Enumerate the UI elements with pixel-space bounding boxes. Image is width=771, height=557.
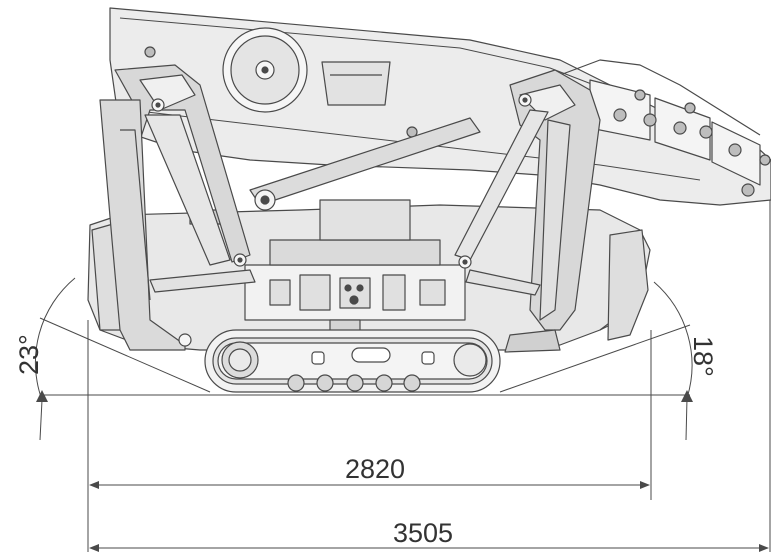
angle-arc-left-tail (39, 399, 43, 441)
arrowhead-right-angle (681, 390, 693, 402)
label-angle-left: 23° (14, 334, 44, 375)
crane-machine (87, 7, 771, 393)
angle-line-left (39, 317, 211, 393)
angle-line-right (499, 324, 691, 393)
boom (109, 7, 771, 211)
outrigger-left (99, 64, 256, 351)
outrigger-right (454, 69, 601, 353)
angle-arc-right-tail (685, 397, 688, 441)
angle-arc-right (653, 281, 693, 399)
arrowhead-left-angle (36, 390, 48, 402)
label-2820: 2820 (345, 454, 405, 484)
label-3505: 3505 (393, 518, 453, 548)
dimension-lines (34, 200, 771, 552)
angle-arc-left (34, 277, 76, 401)
label-angle-right: 18° (688, 336, 718, 377)
angle-arrowheads (36, 390, 693, 402)
crawler-track (204, 329, 501, 393)
